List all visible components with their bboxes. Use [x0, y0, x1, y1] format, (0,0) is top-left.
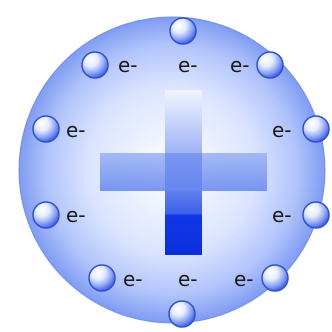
electron-sphere-icon	[33, 202, 59, 228]
electron-label: e-	[178, 267, 198, 291]
electron-sphere-icon	[170, 18, 196, 44]
electron-label: e-	[123, 267, 143, 291]
electron-label: e-	[272, 118, 292, 142]
electron-sphere-icon	[82, 52, 108, 78]
electron-label: e-	[66, 203, 86, 227]
electron-sphere-icon	[303, 202, 329, 228]
electron-sphere-icon	[89, 265, 115, 291]
electron-label: e-	[230, 53, 250, 77]
electron-label: e-	[272, 203, 292, 227]
electron-sphere-icon	[257, 52, 283, 78]
electron-sphere-icon	[169, 301, 195, 327]
electron-label: e-	[66, 118, 86, 142]
plus-center-overlap	[165, 153, 202, 191]
electron-sphere-icon	[33, 116, 59, 142]
electron-label: e-	[118, 53, 138, 77]
electron-sphere-icon	[262, 265, 288, 291]
electron-label: e-	[234, 267, 254, 291]
electron-label: e-	[178, 53, 198, 77]
electron-sphere-icon	[303, 116, 329, 142]
